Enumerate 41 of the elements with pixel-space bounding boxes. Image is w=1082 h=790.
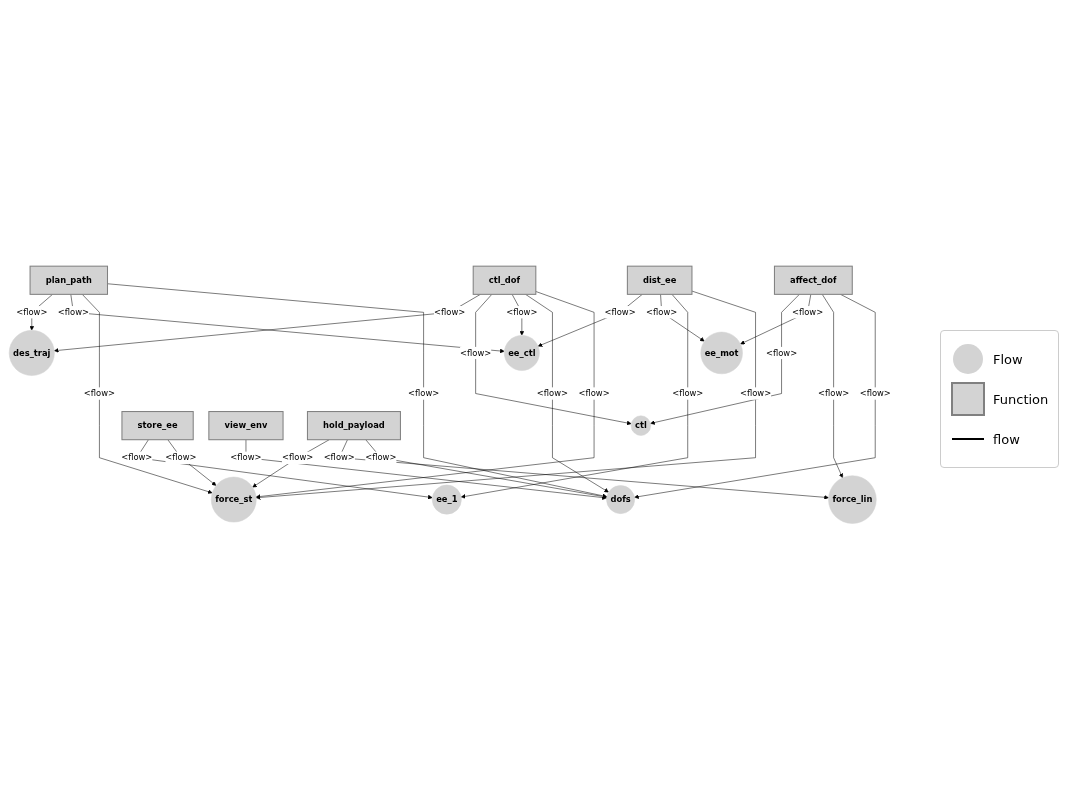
node-circle: des_traj: [8, 330, 55, 376]
edge-label: <flow>: [408, 388, 440, 399]
edge-label: <flow>: [672, 388, 704, 399]
edge-label: <flow>: [765, 347, 798, 358]
edge-label: <flow>: [604, 307, 636, 318]
edge-label: <flow>: [506, 307, 538, 318]
edge-label: <flow>: [818, 388, 850, 399]
node-box: hold_payload: [306, 411, 401, 441]
node-circle: force_st: [211, 476, 257, 523]
edge-label: <flow>: [578, 388, 610, 399]
node-circle: ee_mot: [700, 332, 743, 375]
node-box: store_ee: [121, 411, 194, 441]
edge-label: <flow>: [792, 307, 824, 318]
node-circle: force_lin: [828, 475, 877, 524]
edge-label: <flow>: [365, 452, 397, 463]
node-circle: ee_ctl: [504, 335, 540, 371]
edge-label: <flow>: [323, 452, 355, 463]
edge-label: <flow>: [121, 452, 153, 463]
edge-label: <flow>: [83, 388, 116, 399]
edge-label: <flow>: [460, 347, 492, 358]
legend-label: Function: [993, 391, 1049, 407]
node-box: plan_path: [29, 265, 108, 296]
edge-label: <flow>: [57, 307, 89, 318]
edge-label: <flow>: [165, 452, 197, 463]
edge-label: <flow>: [16, 307, 48, 318]
node-box: dist_ee: [626, 265, 693, 296]
edge-label: <flow>: [230, 452, 262, 463]
node-circle: ctl: [630, 415, 651, 436]
node-box: affect_dof: [773, 265, 853, 296]
edge-label: <flow>: [536, 388, 569, 399]
edge-label: <flow>: [739, 388, 772, 399]
legend-label: Flow: [993, 351, 1023, 367]
node-box: view_env: [208, 411, 284, 441]
node-box: ctl_dof: [472, 265, 537, 296]
edge-label: <flow>: [859, 388, 891, 399]
edge-label: <flow>: [282, 452, 314, 463]
node-circle: dofs: [606, 485, 635, 515]
edge-label: <flow>: [434, 307, 466, 318]
edge-label: <flow>: [646, 307, 678, 318]
node-circle: ee_1: [432, 484, 462, 515]
legend-label: flow: [993, 431, 1020, 447]
